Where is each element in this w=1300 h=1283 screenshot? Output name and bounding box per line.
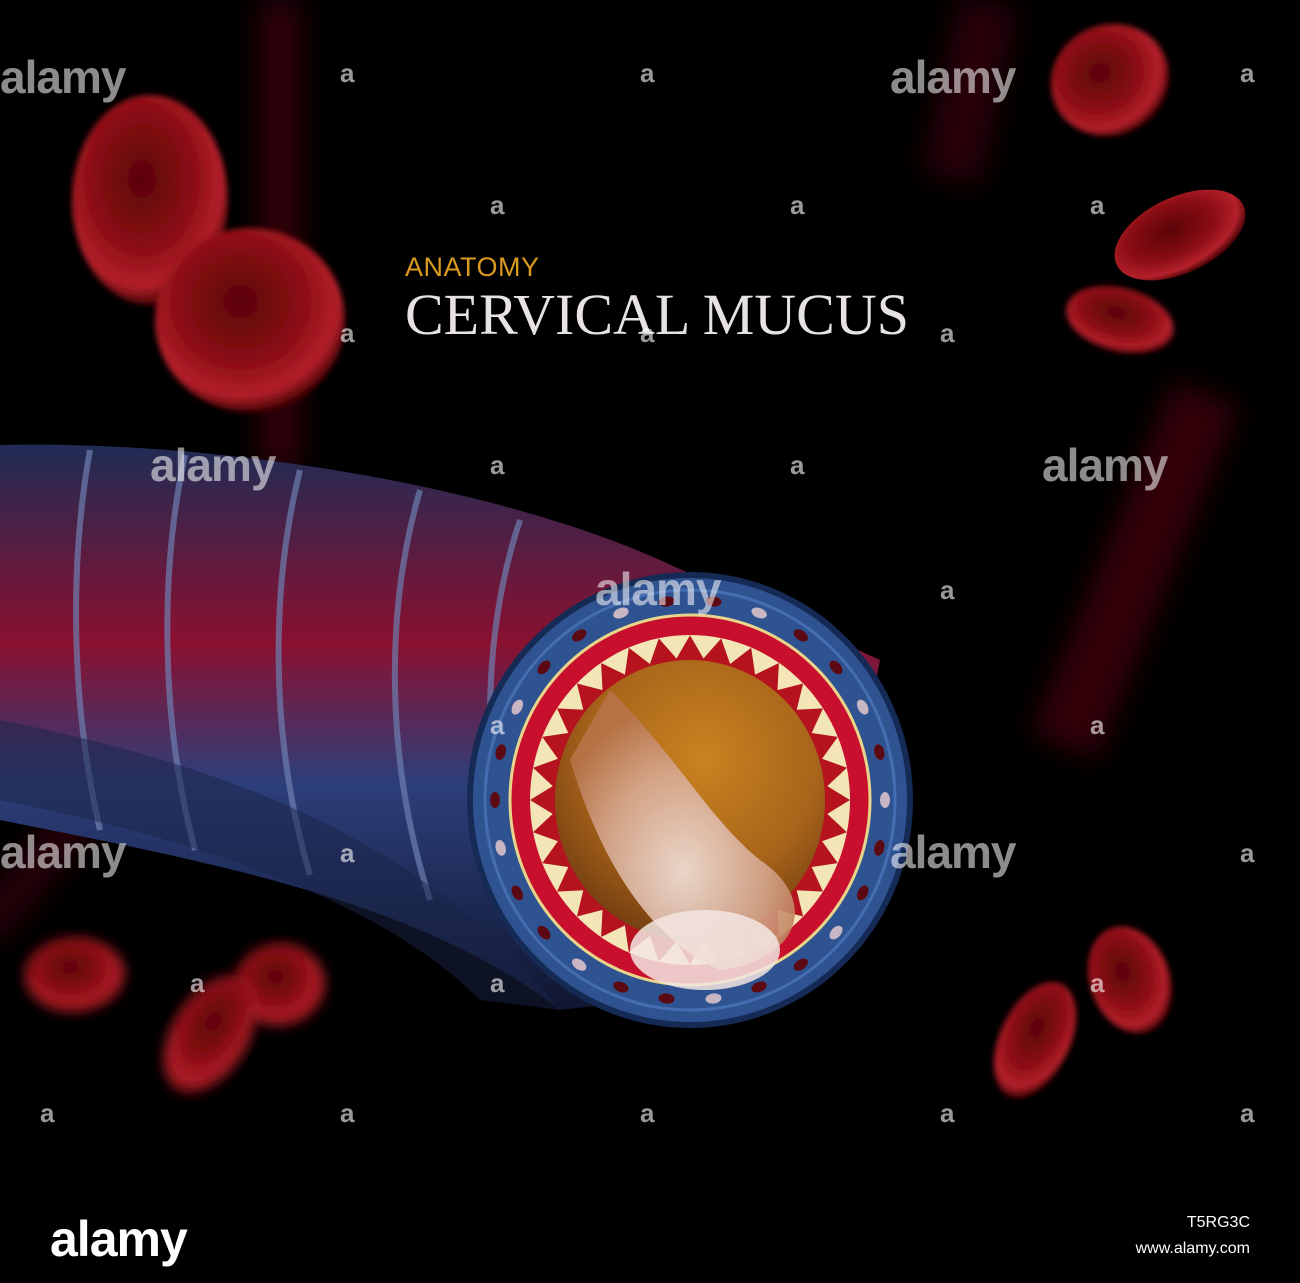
layer-pore xyxy=(751,981,767,993)
layer-pore xyxy=(495,840,506,856)
streak xyxy=(921,0,1019,185)
layer-pore xyxy=(880,792,890,808)
illustration-subtitle: ANATOMY xyxy=(405,252,540,282)
blood-cell xyxy=(1087,926,1173,1034)
watermark-mark: a xyxy=(190,968,205,998)
watermark: alamy xyxy=(0,51,126,103)
streak xyxy=(1031,380,1239,760)
watermark-mark: a xyxy=(340,838,355,868)
watermark-mark: a xyxy=(1240,838,1255,868)
layer-pore xyxy=(613,981,629,993)
watermark-mark: a xyxy=(940,575,955,605)
watermark-mark: a xyxy=(940,1098,955,1128)
blood-cell xyxy=(25,937,125,1013)
watermark-mark: a xyxy=(40,1098,55,1128)
mucus-plug xyxy=(570,690,795,970)
watermark: alamy xyxy=(1042,439,1168,491)
layer-pores xyxy=(490,596,890,1004)
site-url: www.alamy.com xyxy=(1135,1240,1250,1257)
watermark-mark: a xyxy=(640,1098,655,1128)
watermark-mark: a xyxy=(340,58,355,88)
title-block: ANATOMY CERVICAL MUCUS xyxy=(405,252,909,346)
watermark: alamy xyxy=(150,439,276,491)
alamy-logo: alamy xyxy=(50,1211,188,1267)
watermark-mark: a xyxy=(640,318,655,348)
watermark: alamy xyxy=(0,826,126,878)
watermark-mark: a xyxy=(940,318,955,348)
layer-pore xyxy=(613,607,629,619)
watermark: alamy xyxy=(890,51,1016,103)
watermark-mark: a xyxy=(490,190,505,220)
footer-bar xyxy=(0,1200,1300,1283)
illustration: ANATOMY CERVICAL MUCUS alamy a a alamy a… xyxy=(0,0,1255,1128)
illustration-title: CERVICAL MUCUS xyxy=(405,282,909,347)
blood-cell xyxy=(1050,24,1170,136)
layer-pore xyxy=(537,925,551,940)
watermark-mark: a xyxy=(490,450,505,480)
layer-pore xyxy=(658,993,675,1004)
watermark-mark: a xyxy=(340,318,355,348)
layer-pore xyxy=(856,885,869,901)
layer-pore xyxy=(658,596,675,607)
watermark-mark: a xyxy=(1240,58,1255,88)
watermark-mark: a xyxy=(1090,710,1105,740)
blood-cell xyxy=(993,981,1077,1099)
blood-cell xyxy=(1066,285,1174,355)
image-id: T5RG3C xyxy=(1186,1214,1250,1231)
watermark-mark: a xyxy=(1090,190,1105,220)
watermark-mark: a xyxy=(490,710,505,740)
blood-cell xyxy=(235,943,325,1027)
tube-shading xyxy=(0,720,560,1010)
layer-pore xyxy=(793,629,808,642)
layer-pore xyxy=(572,629,587,642)
layer-pore xyxy=(874,840,885,856)
layer-pore xyxy=(874,744,885,760)
layer-pore xyxy=(705,596,722,607)
watermark: alamy xyxy=(595,563,721,615)
watermark-mark: a xyxy=(340,1098,355,1128)
layer-pore xyxy=(511,885,524,901)
cervix-illustration xyxy=(0,0,1246,1099)
blood-cell xyxy=(155,228,345,412)
watermark-mark: a xyxy=(790,450,805,480)
layer-pore xyxy=(490,792,500,808)
watermark-mark: a xyxy=(640,58,655,88)
layer-pore xyxy=(829,660,843,675)
watermark-mark: a xyxy=(490,968,505,998)
blood-cell xyxy=(1114,189,1246,281)
layer-pore xyxy=(537,660,551,675)
layer-pore xyxy=(793,958,808,971)
watermark-mark: a xyxy=(1090,968,1105,998)
layer-pore xyxy=(829,925,843,940)
watermark-mark: a xyxy=(790,190,805,220)
layer-pore xyxy=(705,993,722,1004)
watermark: alamy xyxy=(890,826,1016,878)
layer-pore xyxy=(572,958,587,971)
blood-cell xyxy=(163,975,257,1095)
layer-pore xyxy=(511,699,524,715)
blood-cells xyxy=(25,24,1246,1099)
cross-section xyxy=(467,572,913,1028)
layer-pore xyxy=(751,607,767,619)
mucus-tip xyxy=(630,910,780,990)
watermark-mark: a xyxy=(1240,1098,1255,1128)
layer-pore xyxy=(856,699,869,715)
layer-pore xyxy=(495,744,506,760)
